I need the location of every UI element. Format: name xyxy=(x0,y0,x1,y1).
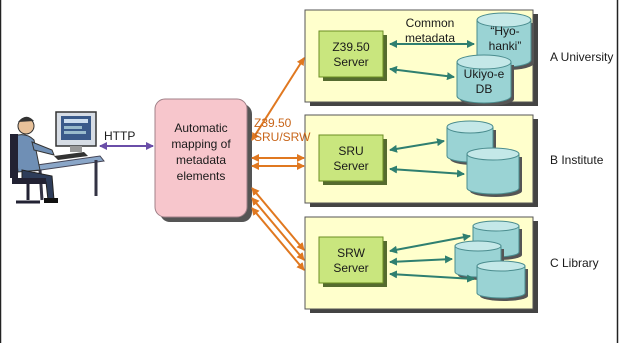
mapping-label-line1: Automatic xyxy=(174,121,227,135)
mapping-label-line2: mapping of xyxy=(171,137,231,151)
server-label-c-line2: Server xyxy=(333,261,368,275)
database-icon-ukiyoe xyxy=(456,54,514,106)
protocol-label-line2: SRU/SRW xyxy=(254,130,311,144)
mapping-label-line3: metadata xyxy=(176,153,226,167)
server-box-sru xyxy=(318,134,387,185)
db-ukiyoe-line1: Ukiyo-e xyxy=(464,67,505,81)
server-box-srw xyxy=(318,236,387,287)
db-hyohanki-line2: hanki” xyxy=(489,39,522,53)
server-label-a-line1: Z39.50 xyxy=(332,40,370,54)
database-icon-b2 xyxy=(466,147,522,197)
server-box-z3950 xyxy=(318,30,387,81)
protocol-label-line1: Z39.50 xyxy=(254,116,292,130)
server-label-a-line2: Server xyxy=(333,55,368,69)
site-label-a-university: A University xyxy=(550,50,613,64)
server-db-arrows xyxy=(389,40,475,283)
common-metadata-line2: metadata xyxy=(405,31,455,45)
site-label-b-institute: B Institute xyxy=(550,153,604,167)
server-label-b-line1: SRU xyxy=(338,144,363,158)
db-ukiyoe-line2: DB xyxy=(476,82,493,96)
mapping-label: Automatic mapping of metadata elements xyxy=(171,121,231,183)
common-metadata-line1: Common xyxy=(406,16,455,30)
site-label-c-library: C Library xyxy=(550,256,599,270)
protocol-label: Z39.50 SRU/SRW xyxy=(254,116,311,144)
mapper-server-arrows xyxy=(251,57,305,271)
http-label: HTTP xyxy=(104,129,135,143)
database-icon-c3 xyxy=(476,260,528,301)
db-hyohanki-line1: “Hyo- xyxy=(490,24,519,38)
mapping-box xyxy=(154,98,252,222)
user-workstation-icon xyxy=(10,111,105,204)
mapping-label-line4: elements xyxy=(177,169,226,183)
server-label-b-line2: Server xyxy=(333,159,368,173)
server-label-c-line1: SRW xyxy=(337,246,365,260)
